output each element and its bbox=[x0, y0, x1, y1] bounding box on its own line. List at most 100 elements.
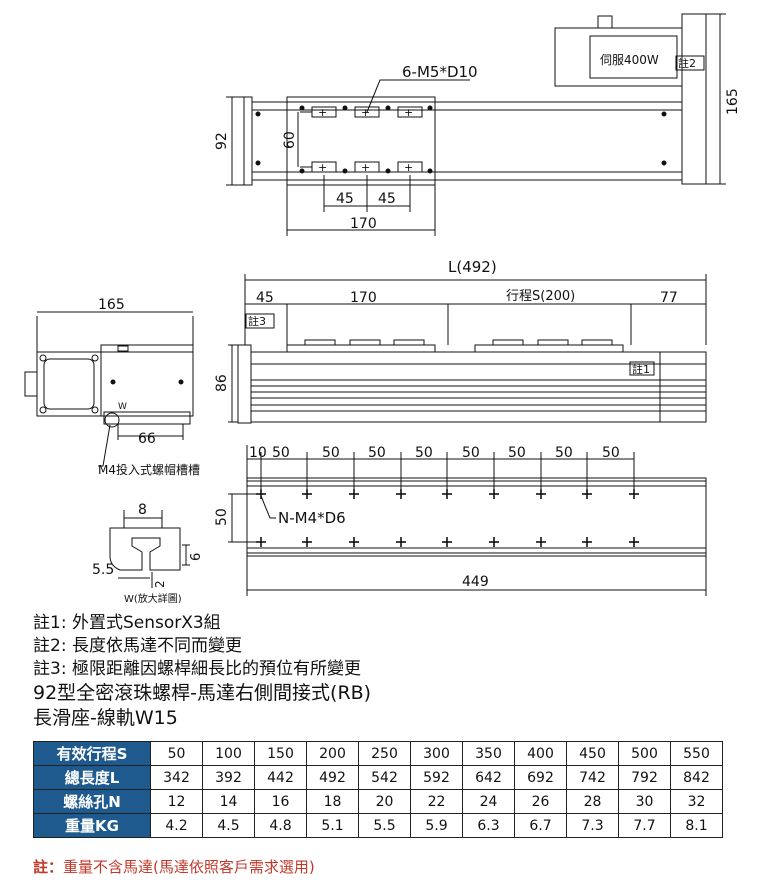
table-cell: 150 bbox=[254, 741, 307, 766]
notes-section: 註1: 外置式SensorX3組 註2: 長度依馬達不同而變更 註3: 極限距離… bbox=[33, 612, 753, 731]
dim-92: 92 bbox=[214, 132, 230, 150]
table-cell: 442 bbox=[254, 765, 307, 790]
table-cell: 742 bbox=[566, 765, 619, 790]
footer-text: 重量不含馬達(馬達依照客戶需求選用) bbox=[63, 858, 315, 876]
svg-text:+: + bbox=[404, 106, 413, 119]
note-1: 註1: 外置式SensorX3組 bbox=[33, 613, 221, 633]
table-cell: 642 bbox=[462, 765, 515, 790]
table-cell: 300 bbox=[410, 741, 463, 766]
table-cell: 7.7 bbox=[618, 813, 671, 838]
dim-170-side: 170 bbox=[350, 290, 377, 306]
table-cell: 8.1 bbox=[670, 813, 723, 838]
dim-77: 77 bbox=[660, 290, 678, 306]
table-cell: 342 bbox=[150, 765, 203, 790]
w-mark: W bbox=[118, 402, 127, 412]
dim-66: 66 bbox=[138, 431, 156, 447]
table-cell: 16 bbox=[254, 789, 307, 814]
table-cell: 30 bbox=[618, 789, 671, 814]
row-header: 有效行程S bbox=[33, 741, 151, 766]
table-cell: 550 bbox=[670, 741, 723, 766]
table-cell: 12 bbox=[150, 789, 203, 814]
table-cell: 842 bbox=[670, 765, 723, 790]
table-cell: 400 bbox=[514, 741, 567, 766]
table-cell: 4.2 bbox=[150, 813, 203, 838]
table-cell: 32 bbox=[670, 789, 723, 814]
dim-50: 50 bbox=[322, 445, 340, 461]
footer-note: 註：重量不含馬達(馬達依照客戶需求選用) bbox=[33, 856, 315, 877]
svg-text:+: + bbox=[318, 106, 327, 119]
table-cell: 50 bbox=[150, 741, 203, 766]
footer-prefix: 註： bbox=[33, 858, 64, 876]
dim-stroke: 行程S(200) bbox=[506, 289, 575, 304]
rail-hole-label: N-M4*D6 bbox=[278, 509, 346, 527]
dim-6: 6 bbox=[189, 553, 204, 561]
dim-50-vert: 50 bbox=[214, 508, 230, 526]
table-cell: 24 bbox=[462, 789, 515, 814]
hole-spec-label: 6-M5*D10 bbox=[402, 63, 478, 81]
dim-60: 60 bbox=[282, 131, 298, 149]
table-cell: 28 bbox=[566, 789, 619, 814]
table-cell: 5.1 bbox=[306, 813, 359, 838]
dim-50: 50 bbox=[272, 445, 290, 461]
slot-label: M4投入式螺帽槽槽 bbox=[98, 462, 200, 477]
dim-170-top: 170 bbox=[350, 216, 377, 232]
top-view: + + + + + + bbox=[226, 13, 726, 236]
side-view bbox=[228, 274, 707, 424]
note-2: 註2: 長度依馬達不同而變更 bbox=[33, 636, 242, 656]
dim-449: 449 bbox=[462, 574, 489, 590]
note-3: 註3: 極限距離因螺桿細長比的預位有所變更 bbox=[33, 659, 361, 679]
table-cell: 4.5 bbox=[202, 813, 255, 838]
svg-text:+: + bbox=[318, 161, 327, 174]
product-subtitle: 長滑座-線軌W15 bbox=[33, 707, 178, 729]
table-cell: 5.5 bbox=[358, 813, 411, 838]
note1-tag: 註1 bbox=[632, 363, 650, 376]
row-header: 總長度L bbox=[33, 765, 151, 790]
table-cell: 6.7 bbox=[514, 813, 567, 838]
table-cell: 692 bbox=[514, 765, 567, 790]
detail-caption: W(放大詳圖) bbox=[124, 592, 182, 605]
row-header: 重量KG bbox=[33, 813, 151, 838]
table-cell: 200 bbox=[306, 741, 359, 766]
dim-8: 8 bbox=[138, 502, 147, 518]
dim-86: 86 bbox=[214, 374, 230, 392]
dim-50: 50 bbox=[462, 445, 480, 461]
motor-label: 伺服400W bbox=[600, 53, 659, 67]
table-cell: 392 bbox=[202, 765, 255, 790]
dim-50: 50 bbox=[368, 445, 386, 461]
table-cell: 592 bbox=[410, 765, 463, 790]
dim-50: 50 bbox=[415, 445, 433, 461]
dim-5-5: 5.5 bbox=[92, 562, 114, 578]
dim-L: L(492) bbox=[448, 258, 497, 276]
table-cell: 4.8 bbox=[254, 813, 307, 838]
table-cell: 250 bbox=[358, 741, 411, 766]
dim-2: 2 bbox=[153, 580, 167, 588]
dim-45a: 45 bbox=[336, 191, 354, 207]
technical-drawing: + + + + + + bbox=[24, 13, 741, 605]
dim-45-side: 45 bbox=[256, 290, 274, 306]
note2-tag: 註2 bbox=[678, 57, 696, 70]
rail-view bbox=[228, 445, 707, 596]
table-cell: 542 bbox=[358, 765, 411, 790]
svg-text:+: + bbox=[361, 106, 370, 119]
row-header: 螺絲孔N bbox=[33, 789, 151, 814]
table-cell: 500 bbox=[618, 741, 671, 766]
table-cell: 20 bbox=[358, 789, 411, 814]
dim-165-height: 165 bbox=[725, 88, 741, 115]
table-cell: 450 bbox=[566, 741, 619, 766]
table-cell: 22 bbox=[410, 789, 463, 814]
table-cell: 26 bbox=[514, 789, 567, 814]
note3-tag: 註3 bbox=[248, 315, 266, 328]
detail-w bbox=[109, 510, 190, 588]
table-cell: 14 bbox=[202, 789, 255, 814]
table-cell: 350 bbox=[462, 741, 515, 766]
svg-text:+: + bbox=[404, 161, 413, 174]
table-cell: 5.9 bbox=[410, 813, 463, 838]
dim-45b: 45 bbox=[378, 191, 396, 207]
dim-50: 50 bbox=[602, 445, 620, 461]
